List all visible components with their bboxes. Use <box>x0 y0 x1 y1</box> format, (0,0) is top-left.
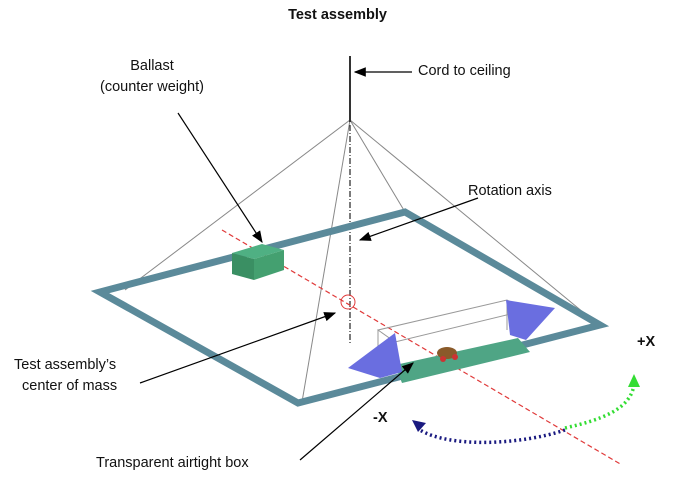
ballast-block <box>232 244 284 280</box>
minus-x-arrowhead <box>412 420 426 432</box>
plus-x-arrowhead <box>628 374 640 387</box>
minus-x-label: -X <box>373 410 388 426</box>
frame <box>90 208 610 407</box>
ballast-label-1: Ballast <box>130 58 174 74</box>
minus-x-arrow <box>419 428 566 445</box>
box-label: Transparent airtight box <box>96 455 249 471</box>
rotation-leader <box>358 197 479 241</box>
plus-x-label: +X <box>637 334 656 350</box>
left-cone <box>348 333 402 378</box>
box-leader <box>299 362 414 461</box>
cord-label: Cord to ceiling <box>418 63 511 79</box>
platform <box>395 338 530 383</box>
ballast-label-2: (counter weight) <box>100 79 204 95</box>
x-axis-line <box>221 229 623 466</box>
ballast-leader <box>177 112 263 244</box>
com-leader <box>139 312 337 384</box>
diagram-title: Test assembly <box>288 7 387 23</box>
rotation-axis-label: Rotation axis <box>468 183 552 199</box>
plus-x-arrow <box>564 384 636 430</box>
right-cone <box>506 300 555 340</box>
com-label-1: Test assembly’s <box>14 357 117 373</box>
car <box>437 347 458 362</box>
com-label-2: center of mass <box>22 378 118 394</box>
center-of-mass-marker <box>340 294 356 310</box>
